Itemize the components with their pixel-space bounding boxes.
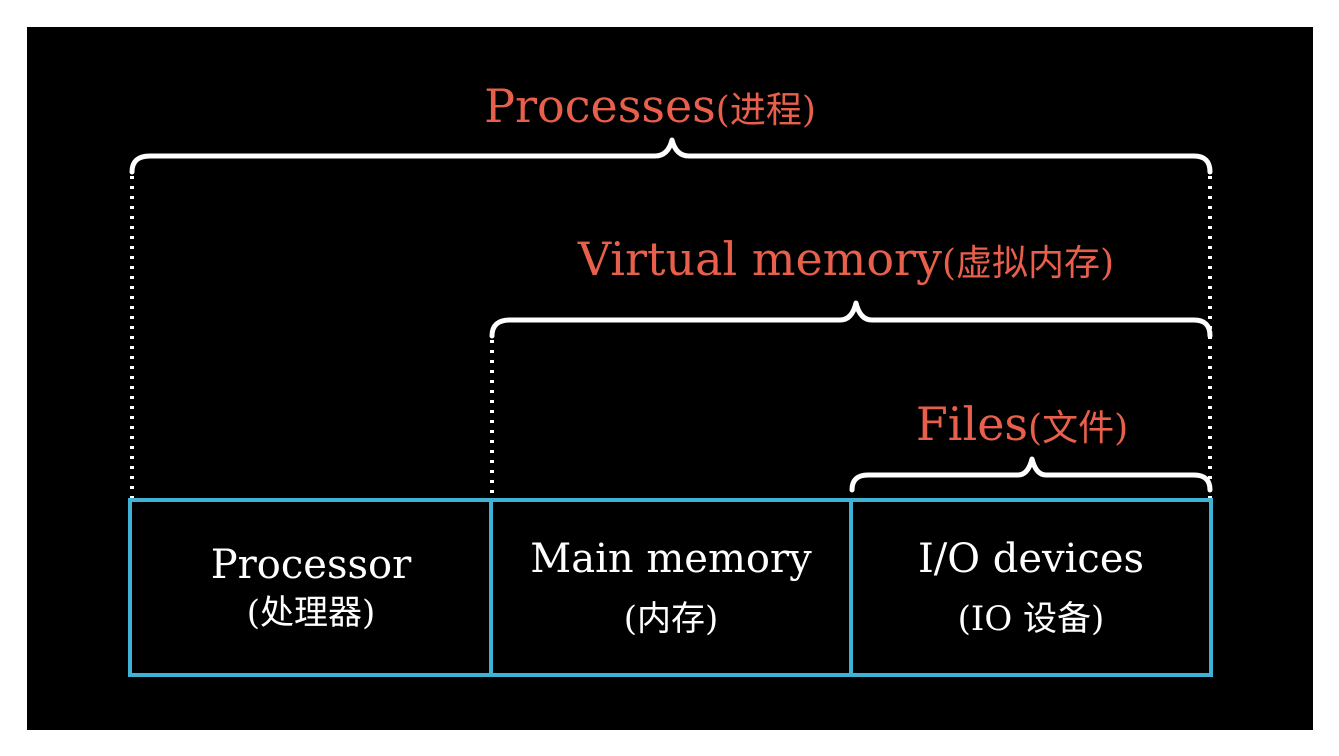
processor-label: Processor xyxy=(211,542,412,588)
io-devices-label-cn: (IO 设备) xyxy=(958,599,1105,639)
processes-brace xyxy=(129,137,1213,175)
processes-label: Processes(进程) xyxy=(484,79,816,133)
virtual-memory-label: Virtual memory(虚拟内存) xyxy=(577,232,1114,286)
files-label: Files(文件) xyxy=(916,397,1128,451)
processor-label-cn: (处理器) xyxy=(247,593,376,633)
main-memory-box xyxy=(489,498,853,677)
main-memory-label: Main memory xyxy=(530,536,812,582)
virtual-memory-brace xyxy=(489,300,1213,339)
main-memory-label-cn: (内存) xyxy=(624,599,719,639)
files-brace xyxy=(849,456,1213,493)
io-devices-label: I/O devices xyxy=(918,536,1144,582)
io-devices-box xyxy=(849,498,1213,677)
